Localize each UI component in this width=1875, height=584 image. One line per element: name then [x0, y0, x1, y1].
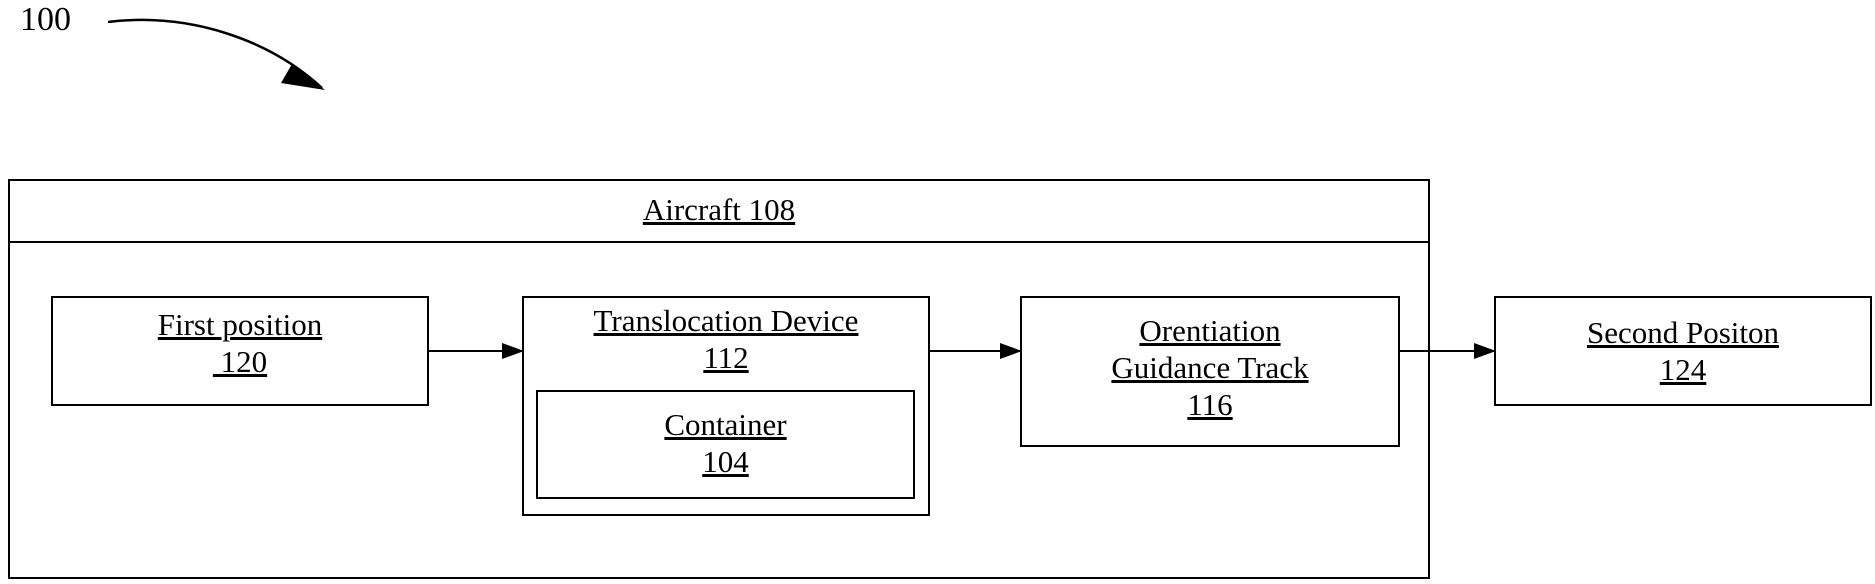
container-box: Container 104 — [536, 390, 915, 499]
orientation-track-box: Orentiation Guidance Track 116 — [1020, 296, 1400, 447]
second-position-label: Second Positon — [1496, 314, 1870, 351]
translocation-device-number: 112 — [524, 339, 928, 376]
figure-leader-arrowhead — [281, 64, 325, 90]
first-position-label: First position — [53, 306, 427, 343]
first-position-number: 120 — [53, 343, 427, 380]
orientation-track-number: 116 — [1022, 386, 1398, 423]
container-label: Container — [538, 406, 913, 443]
orientation-track-label-1: Orentiation — [1022, 312, 1398, 349]
orientation-track-label-2: Guidance Track — [1022, 349, 1398, 386]
second-position-box: Second Positon 124 — [1494, 296, 1872, 406]
translocation-device-label: Translocation Device — [524, 302, 928, 339]
container-number: 104 — [538, 443, 913, 480]
second-position-number: 124 — [1496, 351, 1870, 388]
first-position-box: First position 120 — [51, 296, 429, 406]
